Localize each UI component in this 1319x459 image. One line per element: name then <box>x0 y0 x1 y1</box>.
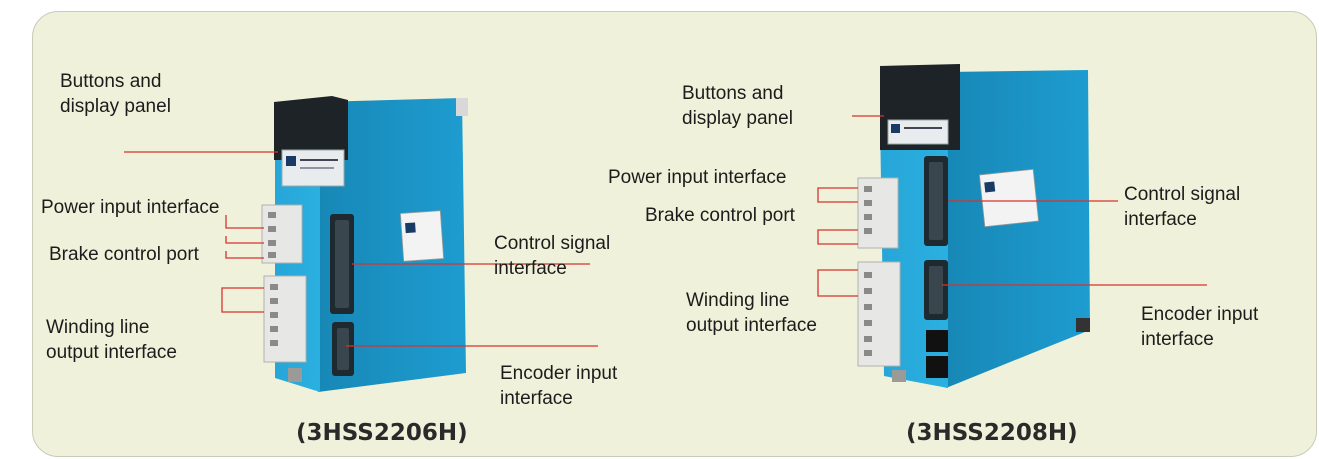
label-winding-line1: Winding line <box>46 317 150 338</box>
label-buttons-line1: Buttons and <box>682 83 784 104</box>
model-title-3hss2206h: (3HSS2206H) <box>296 420 468 446</box>
label-buttons-line2: display panel <box>682 108 793 129</box>
label-brake-control: Brake control port <box>49 244 199 265</box>
label-control-signal-line2: interface <box>494 258 567 279</box>
drive-3hss2206h <box>261 96 468 392</box>
label-control-signal-line2: interface <box>1124 209 1197 230</box>
label-winding-line2: output interface <box>46 342 177 363</box>
model-title-3hss2208h: (3HSS2208H) <box>906 420 1078 446</box>
left-callout-lines <box>124 151 598 347</box>
right-callout-lines <box>817 115 1207 297</box>
label-encoder-line2: interface <box>1141 329 1214 350</box>
label-winding-line2: output interface <box>686 315 817 336</box>
label-encoder-line2: interface <box>500 388 573 409</box>
label-encoder-line1: Encoder input <box>500 363 618 384</box>
label-power-input: Power input interface <box>608 167 787 188</box>
label-buttons-line2: display panel <box>60 96 171 117</box>
label-winding-line1: Winding line <box>686 290 790 311</box>
label-buttons-line1: Buttons and <box>60 71 162 92</box>
label-brake-control: Brake control port <box>645 205 795 226</box>
drive-3hss2208h <box>857 64 1090 388</box>
label-control-signal-line1: Control signal <box>494 233 611 254</box>
label-encoder-line1: Encoder input <box>1141 304 1259 325</box>
label-power-input: Power input interface <box>41 197 220 218</box>
background-panel <box>32 11 1317 457</box>
label-control-signal-line1: Control signal <box>1124 184 1241 205</box>
